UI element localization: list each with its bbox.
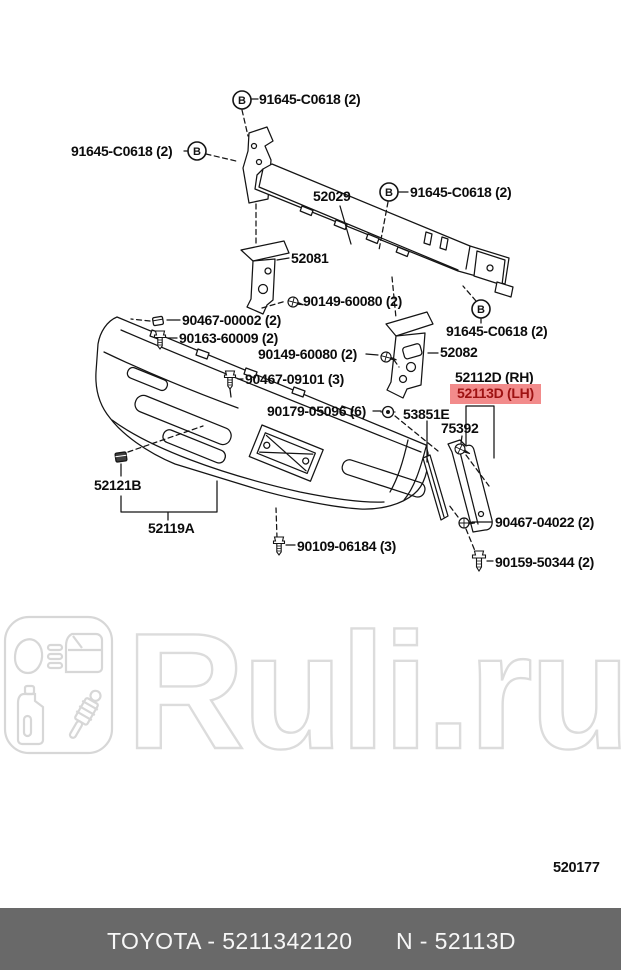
part-label-52112d-rh: 52112D (RH) (455, 369, 534, 385)
part-label-90467-09101: 90467-09101 (3) (245, 371, 345, 387)
circled-b-icon: B (187, 141, 207, 161)
part-bracket-52082 (385, 311, 434, 399)
part-label-91645-c0618-right: 91645-C0618 (2) (446, 323, 548, 339)
svg-text:B: B (477, 304, 485, 316)
part-label-91645-c0618-mid: 91645-C0618 (2) (410, 184, 512, 200)
watermark-text: Ruli.ru (126, 599, 621, 783)
part-label-53851e: 53851E (403, 406, 450, 422)
part-reinforcement-bar-52029 (242, 126, 514, 298)
part-label-52029: 52029 (313, 188, 351, 204)
part-bumper-cover-52119a (95, 316, 429, 510)
headlight-icon (13, 638, 44, 675)
headlight-beam-icon (46, 661, 64, 670)
circled-b-icon: B (379, 182, 399, 202)
circled-b-icon: B (232, 90, 252, 110)
part-label-90109-06184: 90109-06184 (3) (297, 538, 397, 554)
svg-text:B: B (385, 187, 393, 199)
headlight-beam-icon (46, 652, 64, 661)
part-label-52113d-lh: 52113D (LH) (450, 384, 541, 404)
part-label-90149-60080-b: 90149-60080 (2) (258, 346, 358, 362)
bolt-icon (223, 370, 237, 390)
bolt-icon (471, 550, 487, 573)
leader-lines-dashed (127, 109, 490, 552)
part-label-90467-04022: 90467-04022 (2) (495, 514, 595, 530)
svg-text:B: B (193, 146, 201, 158)
leader-lines (120, 98, 495, 562)
part-label-52081: 52081 (291, 250, 329, 266)
clip-icon (114, 451, 128, 463)
circled-b-icon: B (471, 299, 491, 319)
clip-icon (151, 315, 165, 327)
screw-icon (454, 443, 471, 455)
watermark: Ruli.ru (3, 598, 621, 784)
part-label-90163-60009: 90163-60009 (2) (179, 330, 279, 346)
part-label-52082: 52082 (440, 344, 478, 360)
headlight-beam-icon (46, 643, 64, 652)
watermark-logo (3, 615, 114, 755)
screw-icon (380, 351, 397, 363)
part-label-52121b: 52121B (94, 477, 142, 493)
shock-absorber-icon (68, 689, 102, 739)
bolt-icon (272, 536, 286, 556)
watermark-logo-frame (3, 615, 114, 755)
grommet-icon (380, 405, 396, 419)
part-label-90467-00002: 90467-00002 (2) (182, 312, 282, 328)
part-label-90179-05096: 90179-05096 (6) (267, 403, 367, 419)
fastener-icons: B B B B (114, 90, 491, 573)
bolt-icon (153, 330, 167, 350)
screw-icon (458, 517, 475, 529)
footer-part-number: TOYOTA - 5211342120 (107, 928, 353, 954)
part-label-90149-60080-a: 90149-60080 (2) (303, 293, 403, 309)
part-label-52119a: 52119A (148, 520, 195, 536)
part-label-90159-50344: 90159-50344 (2) (495, 554, 595, 570)
svg-text:B: B (238, 95, 246, 107)
footer-catalog-code: N - 52113D (396, 928, 516, 954)
footer-bar: TOYOTA - 5211342120 N - 52113D (0, 908, 621, 970)
page-code: 520177 (553, 860, 600, 876)
car-door-icon (64, 632, 104, 674)
oil-can-cap-icon (23, 684, 36, 696)
part-label-75392: 75392 (441, 420, 479, 436)
part-license-plate-bracket (248, 424, 324, 482)
part-corner-piece-52113d (447, 439, 493, 533)
oil-can-icon (16, 692, 45, 746)
part-bracket-52081 (240, 240, 290, 315)
part-label-91645-c0618-left: 91645-C0618 (2) (71, 143, 173, 159)
screw-icon (287, 296, 304, 308)
part-side-moulding-strip (422, 454, 449, 521)
part-label-91645-c0618-top: 91645-C0618 (2) (259, 91, 361, 107)
oil-can-label-icon (22, 714, 33, 738)
